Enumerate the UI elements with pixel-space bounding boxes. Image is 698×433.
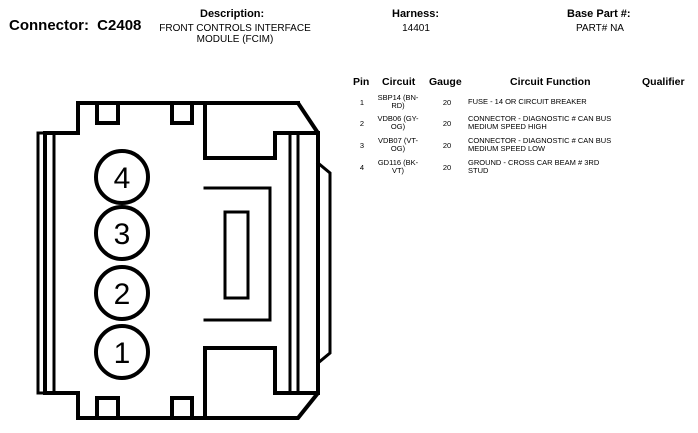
row3-gauge: 20 <box>442 141 452 150</box>
row3-pin: 3 <box>359 141 365 150</box>
base-part-value: PART# NA <box>576 23 624 34</box>
row4-gauge: 20 <box>442 163 452 172</box>
row1-function: FUSE - 14 OR CIRCUIT BREAKER <box>468 98 587 106</box>
header-circuit-function: Circuit Function <box>510 76 591 88</box>
header-circuit: Circuit <box>382 76 416 88</box>
row4-function-l1: GROUND - CROSS CAR BEAM # 3RD <box>468 158 600 167</box>
row2-circuit-l2: OG) <box>390 122 406 131</box>
bottom-notch-right <box>170 396 194 420</box>
row1-circuit-l1: SBP14 (BN- <box>377 93 419 102</box>
pin-cavity-3 <box>94 205 150 261</box>
row2-function: CONNECTOR - DIAGNOSTIC # CAN BUS MEDIUM … <box>468 115 611 131</box>
lower-block <box>203 346 320 420</box>
pin-cavity-2 <box>94 265 150 321</box>
row4-circuit: GD116 (BK- VT) <box>372 159 424 175</box>
pin-cavity-4 <box>94 149 150 205</box>
row2-function-l2: MEDIUM SPEED HIGH <box>468 122 547 131</box>
row3-function-l1: CONNECTOR - DIAGNOSTIC # CAN BUS <box>468 136 612 145</box>
upper-block <box>203 101 320 160</box>
row3-function-l2: MEDIUM SPEED LOW <box>468 144 546 153</box>
row1-circuit-l2: RD) <box>391 101 405 110</box>
keyway-inner <box>223 210 250 300</box>
top-notch-right <box>170 101 194 125</box>
keyway-outer <box>203 186 272 322</box>
row4-circuit-l2: VT) <box>391 166 405 175</box>
left-latch <box>36 131 56 395</box>
row3-circuit-l2: OG) <box>390 144 406 153</box>
row3-circuit: VDB07 (VT- OG) <box>372 137 424 153</box>
pin-label-2: 2 <box>114 278 131 311</box>
row4-function: GROUND - CROSS CAR BEAM # 3RD STUD <box>468 159 599 175</box>
row2-pin: 2 <box>359 119 365 128</box>
row4-circuit-l1: GD116 (BK- <box>377 158 419 167</box>
row2-circuit-l1: VDB06 (GY- <box>377 114 419 123</box>
row3-function: CONNECTOR - DIAGNOSTIC # CAN BUS MEDIUM … <box>468 137 611 153</box>
row1-gauge: 20 <box>442 98 452 107</box>
description-label: Description: <box>200 8 265 20</box>
row1-pin: 1 <box>359 98 365 107</box>
row2-function-l1: CONNECTOR - DIAGNOSTIC # CAN BUS <box>468 114 612 123</box>
base-part-label: Base Part #: <box>567 8 631 20</box>
pin-label-4: 4 <box>114 162 131 195</box>
pin-label-1: 1 <box>114 337 131 370</box>
connector-label: Connector: C2408 <box>9 17 141 34</box>
row1-circuit: SBP14 (BN- RD) <box>372 94 424 110</box>
connector-outline <box>43 101 320 420</box>
row2-gauge: 20 <box>442 119 452 128</box>
harness-label: Harness: <box>392 8 440 20</box>
top-notch-left <box>95 101 120 125</box>
description-value: FRONT CONTROLS INTERFACE MODULE (FCIM) <box>140 23 330 45</box>
row4-function-l2: STUD <box>468 166 489 175</box>
description-line2: MODULE (FCIM) <box>196 34 274 45</box>
header-gauge: Gauge <box>429 76 462 88</box>
connector-label-text: Connector: <box>9 17 89 34</box>
right-tab <box>315 160 332 366</box>
connector-id: C2408 <box>97 17 142 34</box>
pin-label-3: 3 <box>114 218 131 251</box>
header-pin: Pin <box>353 76 370 88</box>
row2-circuit: VDB06 (GY- OG) <box>372 115 424 131</box>
header-qualifier: Qualifier <box>642 76 685 88</box>
harness-value: 14401 <box>402 23 430 34</box>
row1-function-l1: FUSE - 14 OR CIRCUIT BREAKER <box>468 97 587 106</box>
row4-pin: 4 <box>359 163 365 172</box>
row3-circuit-l1: VDB07 (VT- <box>377 136 418 145</box>
description-line1: FRONT CONTROLS INTERFACE <box>159 23 311 34</box>
bottom-notch-left <box>95 396 120 420</box>
pin-cavity-1 <box>94 324 150 380</box>
